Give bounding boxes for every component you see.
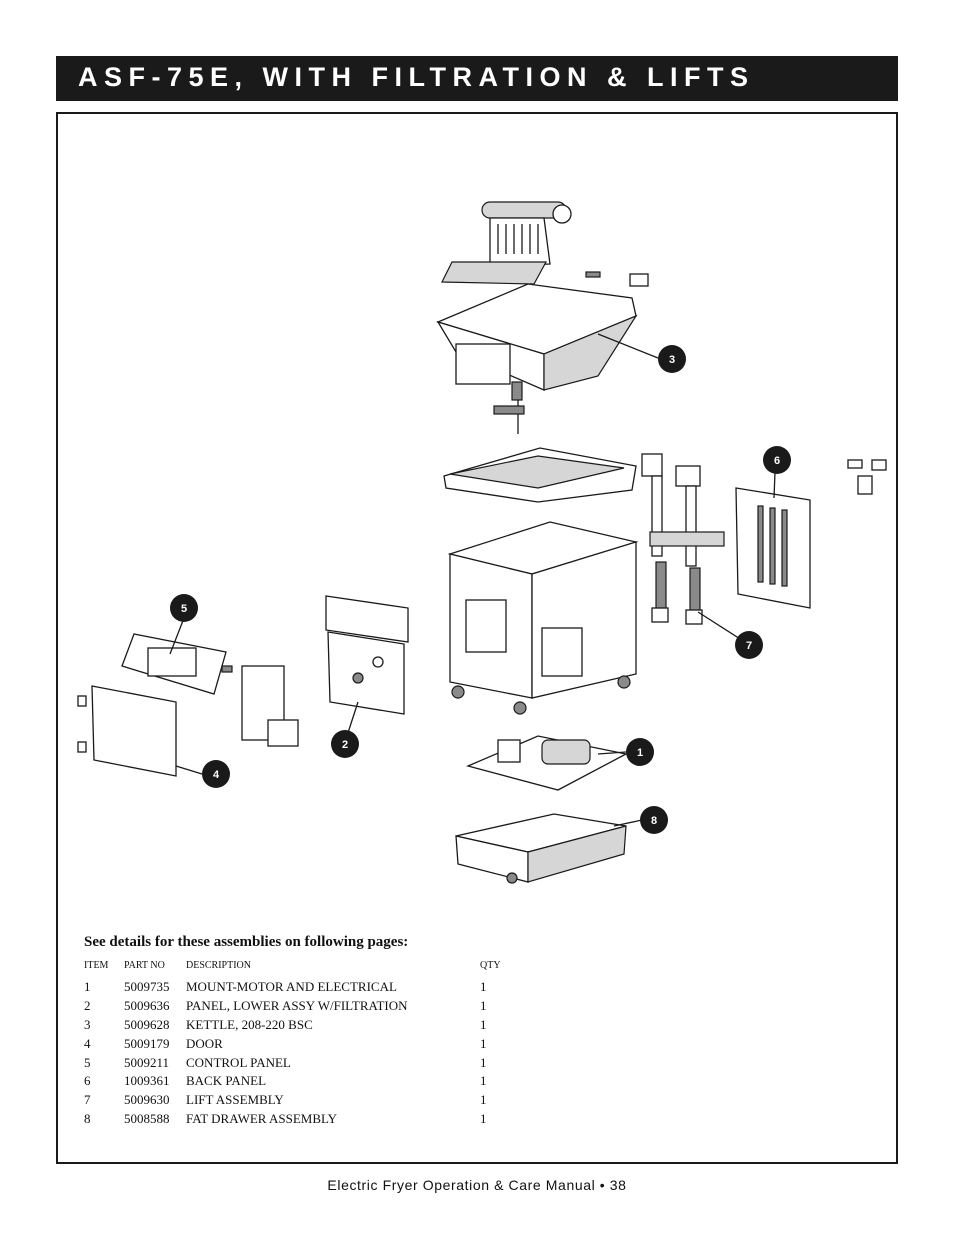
callout-8: 8 — [640, 806, 668, 834]
item-cell: 8 — [84, 1110, 91, 1126]
callout-5: 5 — [170, 594, 198, 622]
lower-panel-illustration — [241, 595, 409, 747]
part-no-cell: 5009630 — [124, 1092, 170, 1108]
part-no-cell: 5009636 — [124, 998, 170, 1014]
table-row: 5 5009211 CONTROL PANEL 1 — [80, 1053, 507, 1072]
item-cell: 3 — [84, 1016, 91, 1032]
part-no-cell: 5009628 — [124, 1016, 170, 1032]
qty-cell: 1 — [480, 1054, 487, 1070]
page-title: ASF-75E, WITH FILTRATION & LIFTS — [78, 62, 755, 92]
svg-text:3: 3 — [669, 354, 675, 366]
col-item: ITEM — [84, 959, 109, 971]
part-no-cell: 5009179 — [124, 1035, 170, 1051]
fry-basket-illustration — [441, 201, 572, 285]
page-footer: Electric Fryer Operation & Care Manual •… — [327, 1177, 627, 1193]
parts-list-intro: See details for these assemblies on foll… — [84, 934, 409, 950]
col-part-no: PART NO — [124, 959, 165, 971]
svg-text:1: 1 — [637, 747, 643, 759]
description-cell: LIFT ASSEMBLY — [186, 1092, 284, 1108]
col-qty: QTY — [480, 959, 501, 971]
svg-text:6: 6 — [774, 455, 780, 467]
exploded-view-diagram: 1 2 3 4 5 6 7 8 — [77, 201, 887, 884]
back-panel-illustration — [735, 459, 887, 609]
table-row: 3 5009628 KETTLE, 208-220 BSC 1 — [80, 1016, 507, 1035]
item-cell: 5 — [84, 1054, 91, 1070]
door-illustration — [77, 685, 177, 777]
motor-mount-illustration — [466, 735, 628, 791]
table-row: 2 5009636 PANEL, LOWER ASSY W/FILTRATION… — [80, 997, 507, 1016]
callout-1: 1 — [626, 738, 654, 766]
parts-table: ITEM PART NO DESCRIPTION QTY 1 5009735 M… — [80, 958, 507, 1128]
qty-cell: 1 — [480, 979, 487, 995]
description-cell: DOOR — [186, 1035, 223, 1051]
fat-drawer-illustration — [455, 813, 627, 884]
description-cell: CONTROL PANEL — [186, 1054, 291, 1070]
qty-cell: 1 — [480, 998, 487, 1014]
qty-cell: 1 — [480, 1073, 487, 1089]
qty-cell: 1 — [480, 1035, 487, 1051]
cabinet-illustration — [447, 521, 639, 715]
table-row: 1 5009735 MOUNT-MOTOR AND ELECTRICAL 1 — [80, 978, 507, 997]
item-cell: 4 — [84, 1035, 91, 1051]
content-frame: 1 2 3 4 5 6 7 8 See details — [56, 112, 898, 1164]
svg-text:2: 2 — [342, 739, 348, 751]
title-bar: ASF-75E, WITH FILTRATION & LIFTS — [56, 56, 898, 101]
qty-cell: 1 — [480, 1016, 487, 1032]
qty-cell: 1 — [480, 1092, 487, 1108]
table-row: 6 1009361 BACK PANEL 1 — [80, 1072, 507, 1091]
description-cell: KETTLE, 208-220 BSC — [186, 1016, 313, 1032]
description-cell: MOUNT-MOTOR AND ELECTRICAL — [186, 979, 397, 995]
item-cell: 6 — [84, 1073, 91, 1089]
part-no-cell: 5008588 — [124, 1110, 170, 1126]
callout-7: 7 — [735, 631, 763, 659]
svg-text:4: 4 — [213, 769, 220, 781]
table-row: 4 5009179 DOOR 1 — [80, 1034, 507, 1053]
item-cell: 2 — [84, 998, 91, 1014]
svg-text:8: 8 — [651, 815, 657, 827]
part-no-cell: 1009361 — [124, 1073, 170, 1089]
lift-assembly-illustration — [641, 453, 725, 625]
item-cell: 1 — [84, 979, 91, 995]
top-frame-illustration — [443, 447, 637, 503]
description-cell: BACK PANEL — [186, 1073, 267, 1089]
part-no-cell: 5009211 — [124, 1054, 170, 1070]
qty-cell: 1 — [480, 1110, 487, 1126]
svg-text:5: 5 — [181, 603, 187, 615]
col-description: DESCRIPTION — [186, 959, 252, 971]
part-no-cell: 5009735 — [124, 979, 170, 995]
item-cell: 7 — [84, 1092, 91, 1108]
callout-6: 6 — [763, 446, 791, 474]
description-cell: PANEL, LOWER ASSY W/FILTRATION — [186, 998, 408, 1014]
description-cell: FAT DRAWER ASSEMBLY — [186, 1110, 338, 1126]
callout-2: 2 — [331, 730, 359, 758]
kettle-illustration — [436, 271, 649, 434]
svg-text:7: 7 — [746, 640, 752, 652]
callout-4: 4 — [202, 760, 230, 788]
callout-3: 3 — [658, 345, 686, 373]
parts-table-header: ITEM PART NO DESCRIPTION QTY — [80, 958, 507, 978]
table-row: 8 5008588 FAT DRAWER ASSEMBLY 1 — [80, 1110, 507, 1129]
control-panel-illustration — [121, 633, 233, 695]
table-row: 7 5009630 LIFT ASSEMBLY 1 — [80, 1091, 507, 1110]
